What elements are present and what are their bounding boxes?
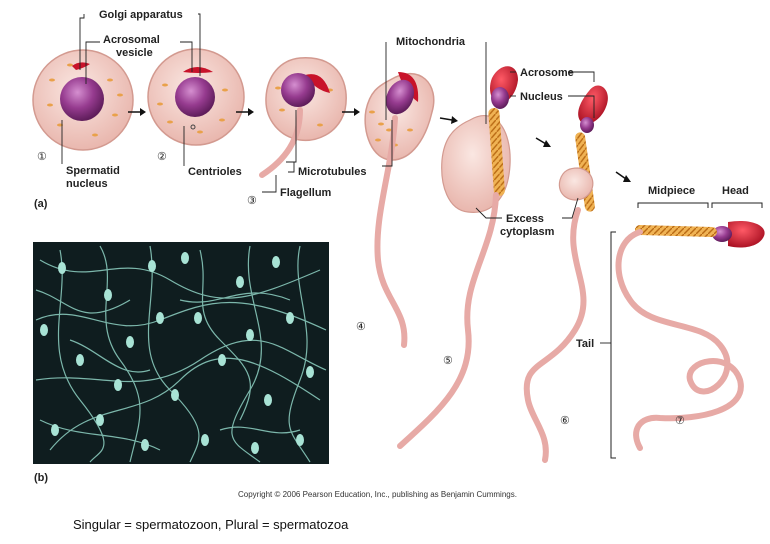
tail	[615, 229, 744, 451]
acrosome-head	[728, 220, 765, 248]
leader-lines	[61, 13, 611, 344]
label-centrioles: Centrioles	[188, 166, 242, 178]
label-mitochondria: Mitochondria	[396, 36, 466, 48]
arrow-icon	[128, 108, 631, 182]
label-head: Head	[722, 185, 749, 197]
panel-b-label: (b)	[34, 472, 48, 484]
stage-4-spermatid	[364, 72, 435, 348]
label-acrosome: Acrosome	[520, 67, 574, 79]
label-spermatid-nucleus: nucleus	[66, 178, 108, 190]
step-1-number: ①	[37, 151, 47, 163]
label-spermatid: Spermatid	[66, 165, 120, 177]
label-golgi-apparatus: Golgi apparatus	[99, 9, 183, 21]
spermatid-nucleus	[60, 77, 104, 121]
step-3-number: ③	[247, 195, 257, 207]
label-cytoplasm: cytoplasm	[500, 226, 555, 238]
step-4-number: ④	[356, 321, 366, 333]
stage-3-spermatid	[259, 57, 347, 178]
stage-2-spermatid	[147, 48, 245, 146]
step-6-number: ⑥	[560, 415, 570, 427]
labels: Golgi apparatus Acrosomal vesicle Sperma…	[34, 9, 749, 484]
label-vesicle: vesicle	[116, 47, 153, 59]
label-nucleus: Nucleus	[520, 91, 563, 103]
panel-a-label: (a)	[34, 198, 48, 210]
stage-7-spermatozoon	[610, 202, 765, 459]
centriole	[190, 124, 196, 130]
step-7-number: ⑦	[675, 415, 685, 427]
label-flagellum: Flagellum	[280, 187, 332, 199]
stage-5-spermatid	[397, 66, 518, 449]
label-midpiece: Midpiece	[648, 185, 695, 197]
step-2-number: ②	[157, 151, 167, 163]
micrograph-spermatozoa	[33, 242, 329, 464]
label-acrosomal: Acrosomal	[103, 34, 160, 46]
stage-1-spermatid	[32, 49, 134, 151]
step-numbers: ① ② ③ ④ ⑤ ⑥ ⑦	[37, 151, 685, 427]
stage-6-sperm	[523, 85, 608, 463]
flagellum	[259, 107, 303, 178]
label-excess: Excess	[506, 213, 544, 225]
midpiece	[635, 225, 717, 237]
label-tail: Tail	[576, 338, 594, 350]
copyright-text: Copyright © 2006 Pearson Education, Inc.…	[238, 490, 517, 499]
step-5-number: ⑤	[443, 355, 453, 367]
caption: Singular = spermatozoon, Plural = sperma…	[73, 517, 349, 532]
label-microtubules: Microtubules	[298, 166, 366, 178]
